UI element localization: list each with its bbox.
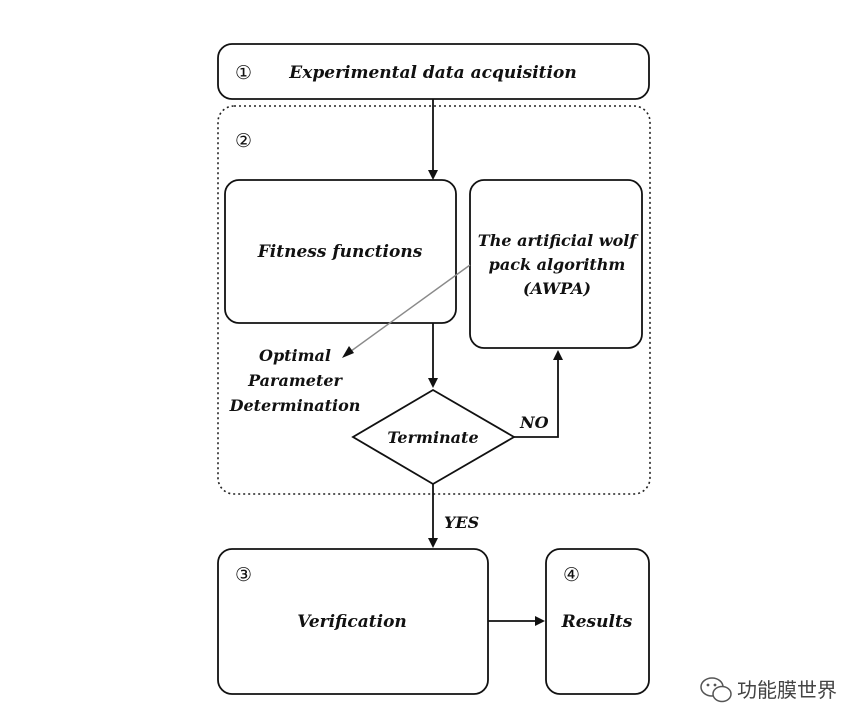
step2-container [217, 105, 651, 495]
awpa-label-line1: The artificial wolf [478, 231, 640, 250]
fitness-box [224, 179, 457, 324]
arrow-awpa-to-optimal-head [342, 346, 354, 358]
awpa-label-line3: (AWPA) [523, 279, 591, 298]
step1-number: ① [235, 62, 252, 84]
arrow-awpa-to-optimal [346, 264, 471, 355]
awpa-box [469, 179, 643, 349]
results-box [545, 548, 650, 695]
step2-number: ② [235, 130, 252, 152]
fitness-label: Fitness functions [257, 242, 423, 262]
wechat-icon [700, 677, 732, 703]
no-label: NO [519, 413, 549, 432]
arrow-no-to-awpa [514, 350, 563, 438]
step4-number: ④ [563, 564, 580, 586]
verification-label: Verification [297, 612, 407, 632]
optimal-label-line2: Parameter [247, 371, 343, 390]
step3-number: ③ [235, 564, 252, 586]
optimal-label-line1: Optimal [259, 346, 331, 365]
watermark-text: 功能膜世界 [737, 678, 837, 702]
optimal-label-line3: Determination [229, 396, 361, 415]
terminate-label: Terminate [387, 428, 478, 447]
yes-label: YES [444, 513, 479, 532]
step1-label: Experimental data acquisition [288, 63, 576, 83]
results-label: Results [561, 612, 633, 632]
awpa-label-line2: pack algorithm [489, 255, 626, 274]
